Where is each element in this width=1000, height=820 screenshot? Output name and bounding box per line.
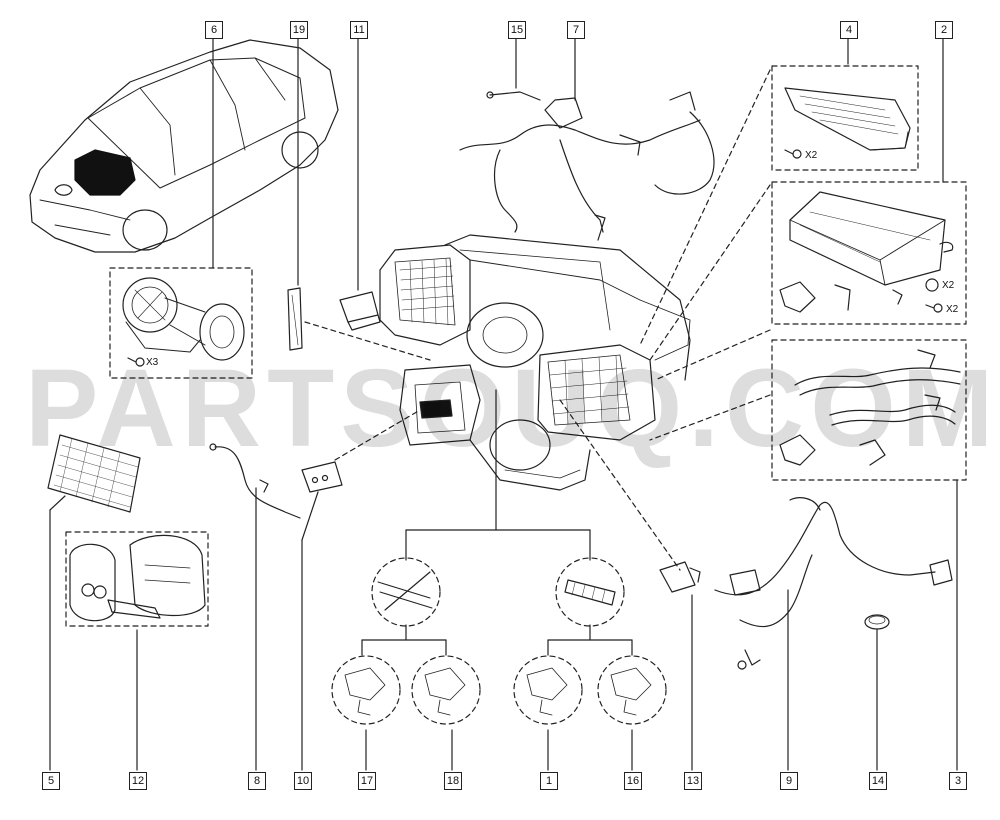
callout-18[interactable]: 18: [444, 772, 462, 790]
callout-9[interactable]: 9: [780, 772, 798, 790]
qty-filter-screws: X2: [805, 150, 818, 161]
callout-4[interactable]: 4: [840, 21, 858, 39]
callout-13[interactable]: 13: [684, 772, 702, 790]
callout-8[interactable]: 8: [248, 772, 266, 790]
callout-11[interactable]: 11: [350, 21, 368, 39]
callout-1[interactable]: 1: [540, 772, 558, 790]
qty-blower-screws: X3: [146, 357, 159, 368]
callout-5[interactable]: 5: [42, 772, 60, 790]
callout-3[interactable]: 3: [949, 772, 967, 790]
callout-12[interactable]: 12: [129, 772, 147, 790]
callout-2[interactable]: 2: [935, 21, 953, 39]
callout-6[interactable]: 6: [205, 21, 223, 39]
callout-15[interactable]: 15: [508, 21, 526, 39]
callout-19[interactable]: 19: [290, 21, 308, 39]
callout-16[interactable]: 16: [624, 772, 642, 790]
callout-14[interactable]: 14: [869, 772, 887, 790]
qty-heater-rings: X2: [942, 280, 955, 291]
qty-heater-screws: X2: [946, 304, 959, 315]
callout-10[interactable]: 10: [294, 772, 312, 790]
callout-17[interactable]: 17: [358, 772, 376, 790]
callout-7[interactable]: 7: [567, 21, 585, 39]
